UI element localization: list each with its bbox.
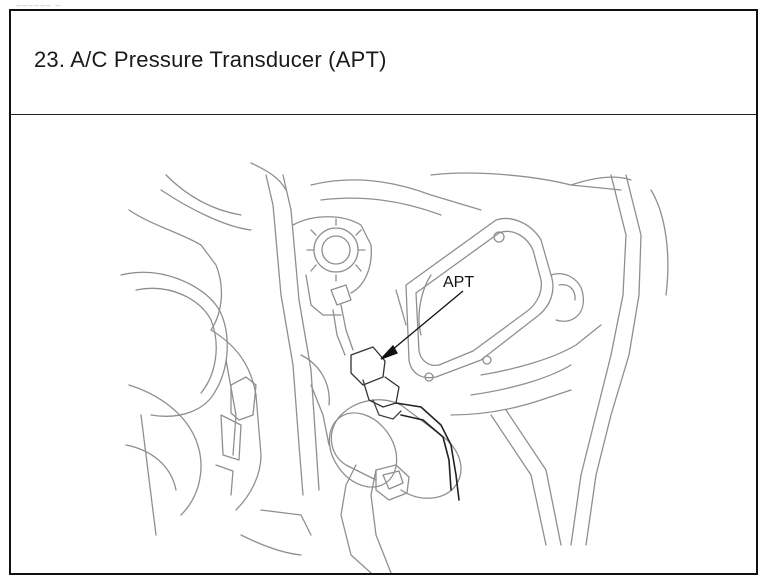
apt-callout-leader (380, 290, 464, 360)
vertical-post (265, 174, 304, 496)
refrigerant-line (395, 402, 460, 501)
apt-callout-label: APT (443, 274, 474, 291)
module-housing (405, 217, 554, 379)
left-mount-outline (128, 209, 223, 331)
component-illustration: APT (11, 115, 756, 573)
title-bar: 23. A/C Pressure Transducer (APT) (11, 11, 756, 115)
gear-cap (313, 227, 359, 273)
page-title: 23. A/C Pressure Transducer (APT) (34, 47, 387, 72)
engine-bay-drawing: APT (120, 162, 669, 573)
fitting-nut (375, 464, 410, 501)
scan-artifact: ‒‒‒‒‒‒ ‒ (16, 0, 62, 10)
transducer-body (350, 346, 386, 386)
document-frame: 23. A/C Pressure Transducer (APT) (9, 9, 758, 575)
